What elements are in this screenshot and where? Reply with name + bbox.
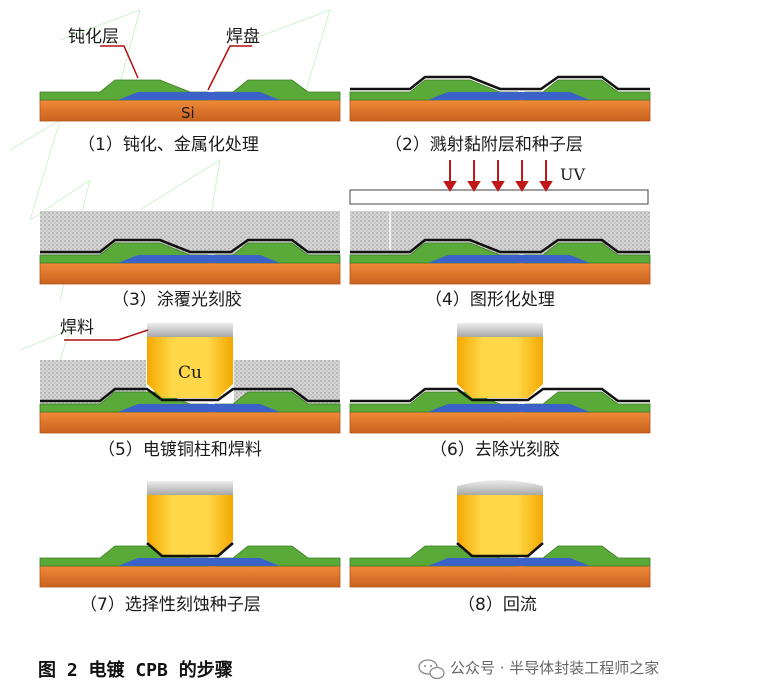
step-caption: （3）涂覆光刻胶 (112, 290, 242, 310)
panel-step-3: （3）涂覆光刻胶 (39, 211, 341, 310)
panel-step-7: （7）选择性刻蚀种子层 (39, 481, 341, 615)
seed-layer (350, 387, 650, 403)
seed-layer (40, 387, 340, 403)
solder-label: 焊料 (60, 318, 94, 338)
seed-layer (456, 542, 544, 558)
watermark: 公众号 · 半导体封装工程师之家 (418, 659, 659, 680)
panel-step-6: （6）去除光刻胶 (349, 323, 651, 460)
bond-pad (118, 92, 280, 100)
panel-step-8: （8）回流 (349, 480, 651, 615)
step-caption: （6）去除光刻胶 (430, 440, 560, 460)
substrate (39, 565, 341, 588)
substrate (349, 565, 651, 588)
reflowed-solder-cap (457, 480, 543, 495)
seed-layer (146, 542, 234, 558)
bond-pad (428, 558, 590, 566)
substrate (39, 411, 341, 434)
figure-caption: 图 2 电镀 CPB 的步骤 (38, 659, 233, 681)
bond-pad (118, 255, 280, 263)
bond-pad (428, 255, 590, 263)
step-caption: （7）选择性刻蚀种子层 (80, 595, 261, 615)
pad-label: 焊盘 (226, 27, 260, 47)
seed-layer (40, 238, 340, 254)
solder-cap (457, 323, 543, 337)
si-label: Si (181, 104, 195, 122)
substrate (349, 262, 651, 285)
copper-pillar (457, 336, 543, 398)
step-caption: （5）电镀铜柱和焊料 (98, 440, 262, 460)
copper-pillar (457, 495, 543, 555)
copper-pillar (147, 336, 233, 398)
panel-step-5: 焊料 Cu （5）电镀铜柱和焊料 (39, 318, 341, 460)
panel-step-4: UV （4）图形化处理 (349, 160, 651, 310)
panel-step-2: （2）溅射黏附层和种子层 (349, 75, 651, 155)
bond-pad (428, 92, 590, 100)
substrate (349, 411, 651, 434)
photomask (349, 189, 649, 205)
solder-cap (147, 323, 233, 337)
passivation-leader-line (100, 45, 139, 79)
seed-layer (350, 238, 650, 254)
copper-pillar (147, 495, 233, 555)
passivation-label: 钝化层 (68, 27, 119, 47)
pad-leader-line (207, 45, 252, 91)
step-caption: （1）钝化、金属化处理 (78, 135, 259, 155)
step-caption: （2）溅射黏附层和种子层 (385, 135, 583, 155)
step-caption: （8）回流 (458, 595, 537, 615)
uv-arrows (443, 160, 553, 192)
uv-label: UV (560, 165, 585, 184)
seed-layer (350, 75, 650, 91)
solder-cap (147, 481, 233, 495)
copper-label: Cu (178, 363, 202, 383)
panel-step-1: 钝化层 焊盘 Si （1）钝化、金属化处理 (39, 27, 341, 155)
wechat-icon (418, 659, 445, 680)
solder-leader-line (64, 329, 149, 341)
bond-pad (428, 404, 590, 412)
substrate (39, 262, 341, 285)
substrate (349, 99, 651, 122)
step-caption: （4）图形化处理 (425, 290, 555, 310)
bond-pad (118, 404, 280, 412)
bond-pad (118, 558, 280, 566)
watermark-text: 公众号 · 半导体封装工程师之家 (450, 659, 659, 677)
